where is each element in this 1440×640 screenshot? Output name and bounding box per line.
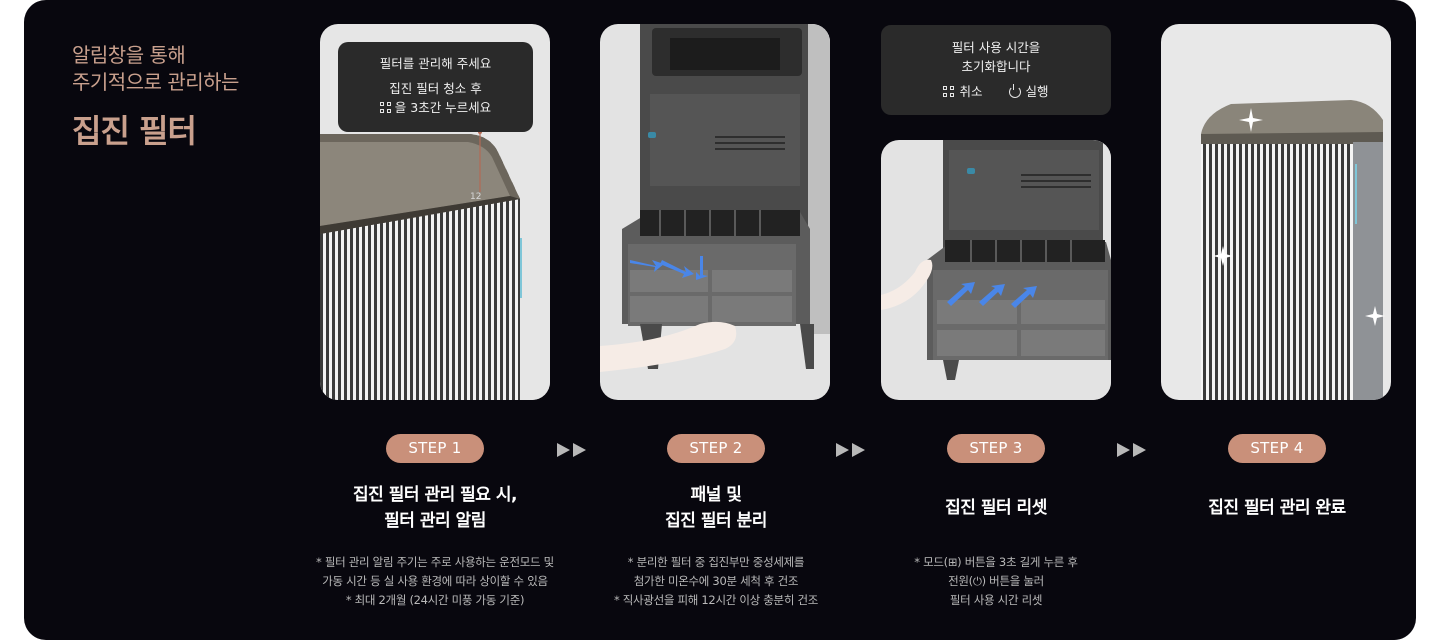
filter-removal-illustration — [600, 24, 830, 400]
mode-icon — [943, 86, 955, 97]
step3-title-line1: 집진 필터 리셋 — [945, 498, 1047, 518]
headline-title: 집진 필터 — [72, 112, 197, 150]
arrow-right-icon — [836, 443, 849, 457]
guide-panel: 알림창을 통해 주기적으로 관리하는 집진 필터 12 필터를 관리해 주세요 … — [24, 0, 1416, 640]
popup1-line2: 집진 필터 청소 후 — [389, 81, 482, 96]
step3-note: * 모드(⊞) 버튼을 3초 길게 누른 후 — [914, 555, 1078, 569]
device-display-label: 12 — [470, 192, 482, 202]
run-option[interactable]: 실행 — [1008, 82, 1049, 101]
step4-image — [1161, 24, 1391, 400]
step4-title: 집진 필터 관리 완료 — [1147, 495, 1407, 521]
step2-title-line1: 패널 및 — [690, 485, 742, 505]
step2-note: * 직사광선을 피해 12시간 이상 충분히 건조 — [613, 593, 819, 607]
arrow-right-icon — [1117, 443, 1130, 457]
step-arrow-2 — [836, 443, 865, 457]
headline-line2: 주기적으로 관리하는 — [72, 70, 239, 94]
step-arrow-3 — [1117, 443, 1146, 457]
step1-note: * 필터 관리 알림 주기는 주로 사용하는 운전모드 및 — [316, 555, 554, 569]
clean-purifier-illustration — [1201, 100, 1385, 400]
step-arrow-1 — [557, 443, 586, 457]
step1-title-line1: 집진 필터 관리 필요 시, — [353, 485, 517, 505]
run-label: 실행 — [1025, 84, 1049, 99]
step1-title-line2: 필터 관리 알림 — [384, 511, 486, 531]
popup3-line1: 필터 사용 시간을 — [951, 40, 1041, 55]
step1-note: 가동 시간 등 실 사용 환경에 따라 상이할 수 있음 — [322, 574, 548, 588]
step2-notes: * 분리한 필터 중 집진부만 중성세제를 첨가한 미온수에 30분 세척 후 … — [566, 553, 866, 610]
filter-insert-illustration — [881, 140, 1111, 400]
reset-popup: 필터 사용 시간을 초기화합니다 취소 실행 — [881, 25, 1111, 115]
step1-notes: * 필터 관리 알림 주기는 주로 사용하는 운전모드 및 가동 시간 등 실 … — [285, 553, 585, 610]
power-icon — [1008, 83, 1021, 98]
step2-title: 패널 및 집진 필터 분리 — [586, 482, 846, 534]
popup1-line1: 필터를 관리해 주세요 — [379, 56, 492, 71]
step2-note: 첨가한 미온수에 30분 세척 후 건조 — [633, 574, 799, 588]
step3-title: 집진 필터 리셋 — [866, 495, 1126, 521]
popup3-line2: 초기화합니다 — [961, 59, 1031, 74]
step2-title-line2: 집진 필터 분리 — [665, 511, 767, 531]
cancel-option[interactable]: 취소 — [943, 82, 983, 101]
step1-note: * 최대 2개월 (24시간 미풍 가동 기준) — [345, 593, 525, 607]
popup3-options: 취소 실행 — [881, 82, 1111, 101]
popup1-line3-wrap: 을 3초간 누르세요 — [338, 98, 533, 117]
headline: 알림창을 통해 주기적으로 관리하는 집진 필터 — [72, 42, 239, 152]
step3-note: 필터 사용 시간 리셋 — [949, 593, 1043, 607]
mode-icon — [379, 102, 391, 113]
popup1-line3: 을 3초간 누르세요 — [394, 100, 492, 115]
arrow-right-icon — [573, 443, 586, 457]
step3-notes: * 모드(⊞) 버튼을 3초 길게 누른 후 전원(⏻) 버튼을 눌러 필터 사… — [846, 553, 1146, 610]
arrow-right-icon — [852, 443, 865, 457]
step2-image — [600, 24, 830, 400]
step4-label: STEP 4 — [1228, 434, 1326, 463]
step4-title-line1: 집진 필터 관리 완료 — [1208, 498, 1346, 518]
step3-image — [881, 140, 1111, 400]
step2-note: * 분리한 필터 중 집진부만 중성세제를 — [627, 555, 805, 569]
air-purifier-top-illustration — [320, 130, 550, 400]
step3-label: STEP 3 — [947, 434, 1045, 463]
headline-line1: 알림창을 통해 — [72, 43, 186, 67]
arrow-right-icon — [1133, 443, 1146, 457]
step1-label: STEP 1 — [386, 434, 484, 463]
step2-label: STEP 2 — [667, 434, 765, 463]
arrow-right-icon — [557, 443, 570, 457]
filter-alert-popup: 필터를 관리해 주세요 집진 필터 청소 후 을 3초간 누르세요 — [338, 42, 533, 132]
cancel-label: 취소 — [959, 84, 983, 99]
step1-title: 집진 필터 관리 필요 시, 필터 관리 알림 — [305, 482, 565, 534]
step3-note: 전원(⏻) 버튼을 눌러 — [948, 574, 1044, 588]
